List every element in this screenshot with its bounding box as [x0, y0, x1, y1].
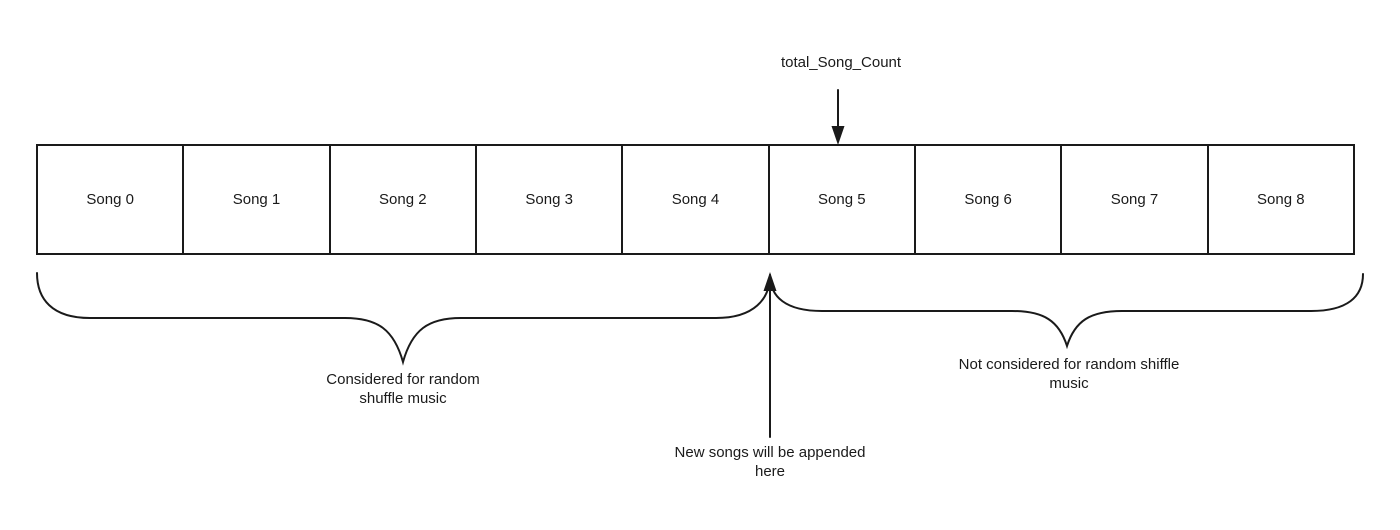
- appended-label-line2: here: [754, 463, 786, 480]
- song-cell-label: Song 3: [525, 191, 573, 208]
- considered-label: Considered for random shuffle music: [326, 370, 479, 408]
- song-cell-label: Song 5: [818, 191, 866, 208]
- up-arrow-head: [763, 272, 777, 291]
- song-cell-label: Song 2: [379, 191, 427, 208]
- total-song-count-label: total_Song_Count: [781, 53, 901, 72]
- song-cell-label: Song 1: [232, 191, 281, 208]
- down-arrow-head: [831, 126, 845, 145]
- song-cell-7: Song 7: [1062, 146, 1209, 253]
- song-cell-label: Song 7: [1110, 191, 1159, 208]
- appended-label-line1: New songs will be appended: [674, 444, 866, 461]
- not-considered-label-line2: music: [1049, 375, 1089, 392]
- song-array: Song 0 Song 1 Song 2 Song 3 Song 4 Song …: [36, 144, 1355, 255]
- down-arrow: [831, 89, 845, 145]
- left-brace: [36, 272, 771, 366]
- up-arrow: [763, 272, 777, 438]
- song-cell-5: Song 5: [770, 146, 916, 253]
- song-cell-label: Song 4: [671, 191, 720, 208]
- not-considered-label-line1: Not considered for random shiffle: [958, 356, 1180, 373]
- considered-label-line2: shuffle music: [359, 390, 447, 407]
- total-song-count-text: total_Song_Count: [780, 54, 902, 71]
- song-cell-1: Song 1: [184, 146, 331, 253]
- song-cell-8: Song 8: [1209, 146, 1353, 253]
- song-cell-label: Song 0: [86, 191, 134, 208]
- song-cell-6: Song 6: [916, 146, 1063, 253]
- song-cell-4: Song 4: [623, 146, 770, 253]
- considered-label-line1: Considered for random: [326, 371, 480, 388]
- appended-label: New songs will be appended here: [675, 443, 866, 481]
- song-cell-label: Song 6: [964, 191, 1012, 208]
- song-cell-3: Song 3: [477, 146, 624, 253]
- song-cell-label: Song 8: [1257, 191, 1305, 208]
- song-cell-2: Song 2: [331, 146, 477, 253]
- right-brace: [769, 273, 1364, 350]
- song-cell-0: Song 0: [38, 146, 185, 253]
- not-considered-label: Not considered for random shiffle music: [959, 355, 1180, 393]
